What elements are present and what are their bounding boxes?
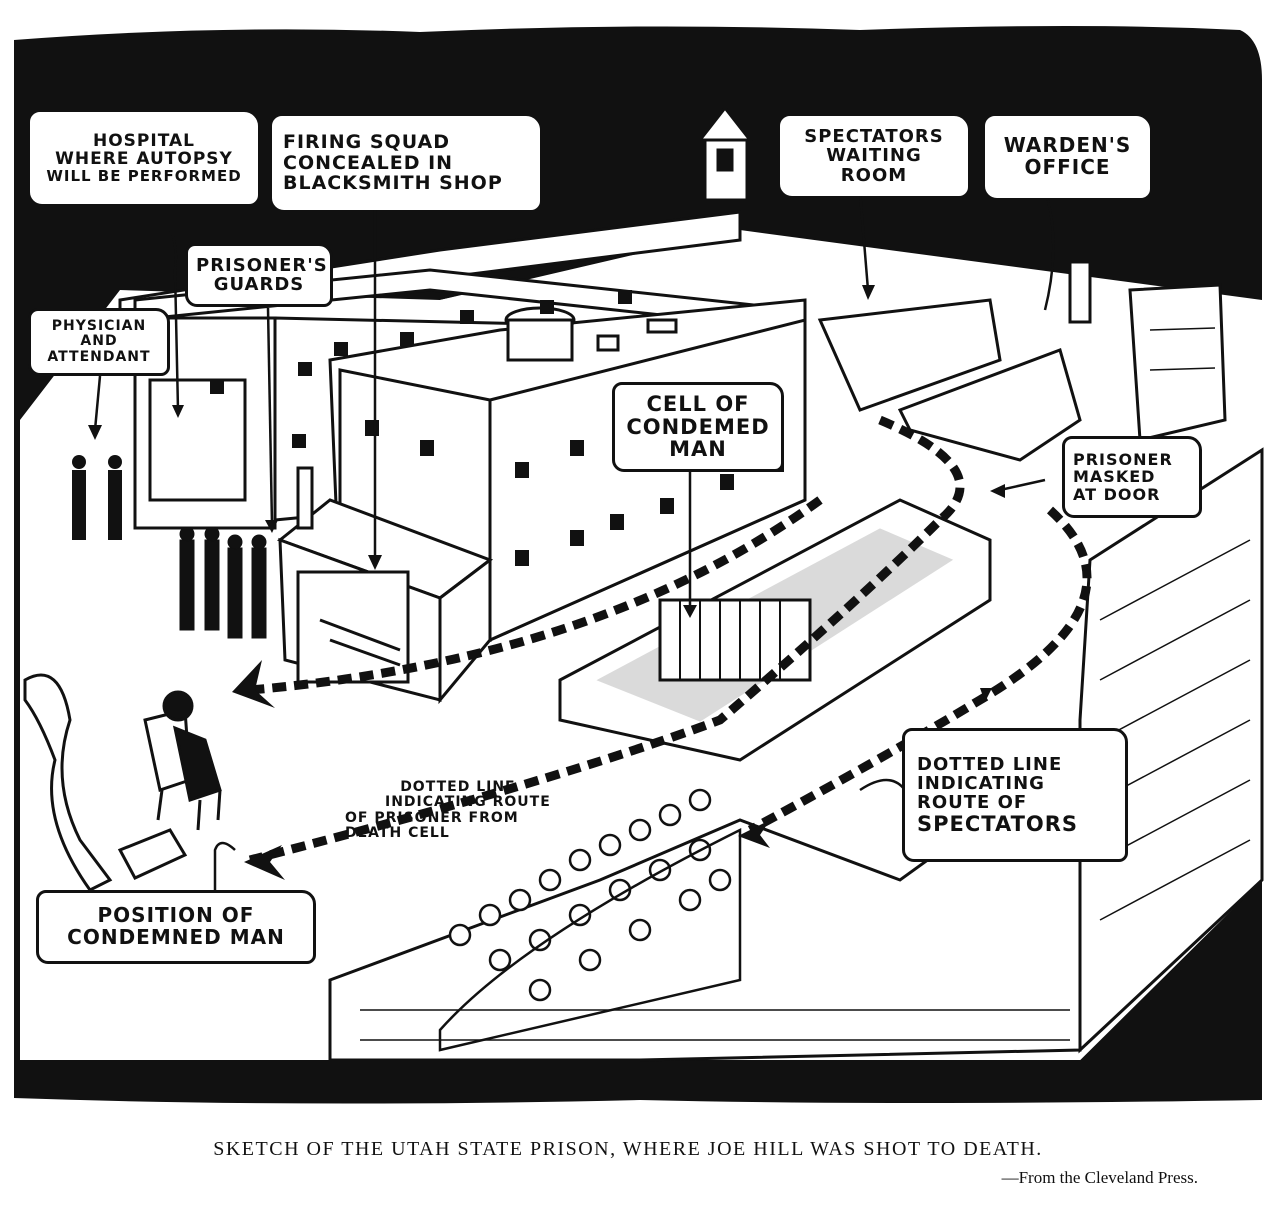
label-wardens-office: Warden's Office <box>985 116 1150 198</box>
label-spectators-line: Waiting <box>826 145 922 167</box>
label-firing-squad-line: Firing Squad <box>283 131 451 154</box>
physician-figures <box>72 455 122 540</box>
label-route-spectators-line: Dotted Line <box>917 753 1063 775</box>
condemned-man <box>117 690 222 880</box>
label-wardens-line: Warden's <box>1003 133 1132 158</box>
label-hospital-line: Hospital <box>93 130 195 151</box>
label-masked-line: Masked <box>1073 467 1156 487</box>
label-physician-line: And <box>80 333 118 350</box>
label-route-prisoner-line: Death Cell <box>345 825 450 842</box>
label-route-of-prisoner: Dotted Line Indicating Route Of Prisoner… <box>345 779 551 842</box>
prisoner-route-arrow <box>232 660 275 708</box>
label-cell-line: Man <box>669 437 727 462</box>
left-wall-edge <box>23 673 113 892</box>
label-route-spectators-line: Indicating <box>917 772 1045 794</box>
label-masked-line: Prisoner <box>1073 450 1173 470</box>
label-masked-line: At Door <box>1073 484 1161 504</box>
label-route-spectators-line: Spectators <box>917 811 1079 836</box>
label-wardens-line: Office <box>1024 155 1111 179</box>
label-position-of-condemned-man: Position Of Condemned Man <box>36 890 316 964</box>
label-guards-line: Guards <box>213 274 305 295</box>
spectators-room <box>817 260 1092 462</box>
label-physician-line: Attendant <box>47 348 151 365</box>
label-position-line: Condemned Man <box>67 925 285 949</box>
spectators-route <box>747 506 1092 834</box>
label-firing-squad-line: Blacksmith Shop <box>283 172 503 195</box>
label-prisoner-masked: Prisoner Masked At Door <box>1062 436 1202 518</box>
label-prisoners-guards: Prisoner's Guards <box>185 243 333 307</box>
label-spectators-line: Room <box>840 164 908 186</box>
blacksmith-shop <box>276 466 494 705</box>
label-physician-attendant: Physician And Attendant <box>28 308 170 376</box>
guard-tower <box>696 105 754 202</box>
label-cell-line: Cell Of <box>646 391 750 416</box>
label-cell-line: Condemed <box>626 414 770 439</box>
label-spectators-line: Spectators <box>804 125 944 147</box>
sky-bottom <box>14 1060 1262 1104</box>
death-cell-block <box>558 498 992 762</box>
label-guards-line: Prisoner's <box>196 254 328 276</box>
label-firing-squad: Firing Squad Concealed In Blacksmith Sho… <box>272 116 540 210</box>
label-route-prisoner-line: Of Prisoner From <box>345 809 519 826</box>
spectator-crowd <box>438 788 742 1052</box>
position-arrow <box>244 845 285 880</box>
label-route-prisoner-line: Dotted Line <box>400 779 516 795</box>
spectators-route-arrow <box>738 820 770 848</box>
label-hospital-line: Where Autopsy <box>55 148 233 169</box>
label-route-of-spectators: Dotted Line Indicating Route Of Spectato… <box>902 728 1128 862</box>
caption-title: SKETCH OF THE UTAH STATE PRISON, WHERE J… <box>213 1138 1043 1160</box>
caption-source: —From the Cleveland Press. <box>1001 1168 1198 1187</box>
label-firing-squad-line: Concealed In <box>283 151 454 174</box>
prisoner-route <box>248 415 965 865</box>
brick-lines <box>360 327 1251 1041</box>
label-hospital-line: Will Be Performed <box>46 167 242 186</box>
label-physician-line: Physician <box>51 318 147 335</box>
label-position-line: Position Of <box>97 903 255 928</box>
label-route-spectators-line: Route Of <box>917 792 1028 814</box>
label-cell-of-condemed-man: Cell Of Condemed Man <box>612 382 784 472</box>
label-route-prisoner-line: Indicating Route <box>385 794 551 811</box>
callout-arrowheads <box>88 285 1005 702</box>
prisoner-guards <box>179 526 267 639</box>
label-hospital: Hospital Where Autopsy Will Be Performed <box>30 112 258 204</box>
label-spectators-waiting-room: Spectators Waiting Room <box>780 116 968 196</box>
callout-lines <box>93 191 1055 900</box>
prisoner-route-to-shop <box>249 496 823 695</box>
